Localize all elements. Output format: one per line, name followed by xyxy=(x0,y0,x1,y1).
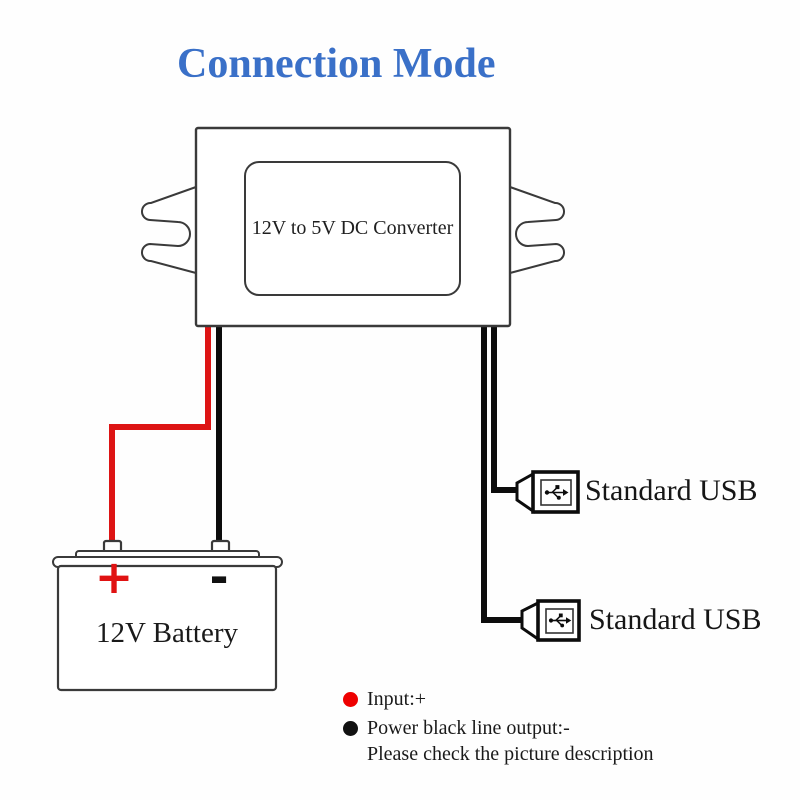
page-title: Connection Mode xyxy=(177,41,496,87)
legend-red-bullet-icon xyxy=(343,691,358,707)
converter-label-plate xyxy=(244,161,461,296)
battery-label: 12V Battery xyxy=(95,617,239,649)
legend-item-note: Please check the picture description xyxy=(343,743,654,765)
usb-connector-2 xyxy=(520,599,581,642)
battery-negative-symbol: - xyxy=(209,550,229,604)
battery-body xyxy=(56,564,278,692)
legend-item-label: Power black line output:- xyxy=(367,717,570,739)
legend-item-output: Power black line output:- xyxy=(343,717,570,739)
usb-connector-1 xyxy=(515,470,580,514)
usb-label-2: Standard USB xyxy=(589,603,762,636)
wire-black-usb-2 xyxy=(481,324,524,623)
wire-red-positive xyxy=(109,324,211,546)
wire-black-usb-1 xyxy=(491,324,519,493)
legend-item-label: Please check the picture description xyxy=(367,743,654,765)
usb-icon xyxy=(544,485,569,500)
usb-plug-neck-2 xyxy=(520,600,540,642)
legend-black-bullet-icon xyxy=(343,720,358,736)
usb-icon xyxy=(548,613,572,628)
mounting-tab-left xyxy=(141,186,197,274)
usb-label-1: Standard USB xyxy=(585,474,758,507)
battery-positive-symbol: + xyxy=(94,550,134,604)
usb-plug-neck-1 xyxy=(515,471,535,514)
converter-label: 12V to 5V DC Converter xyxy=(251,217,454,239)
mounting-tab-right xyxy=(509,186,565,274)
legend-item-label: Input:+ xyxy=(367,688,427,710)
legend-item-input: Input:+ xyxy=(343,688,426,710)
